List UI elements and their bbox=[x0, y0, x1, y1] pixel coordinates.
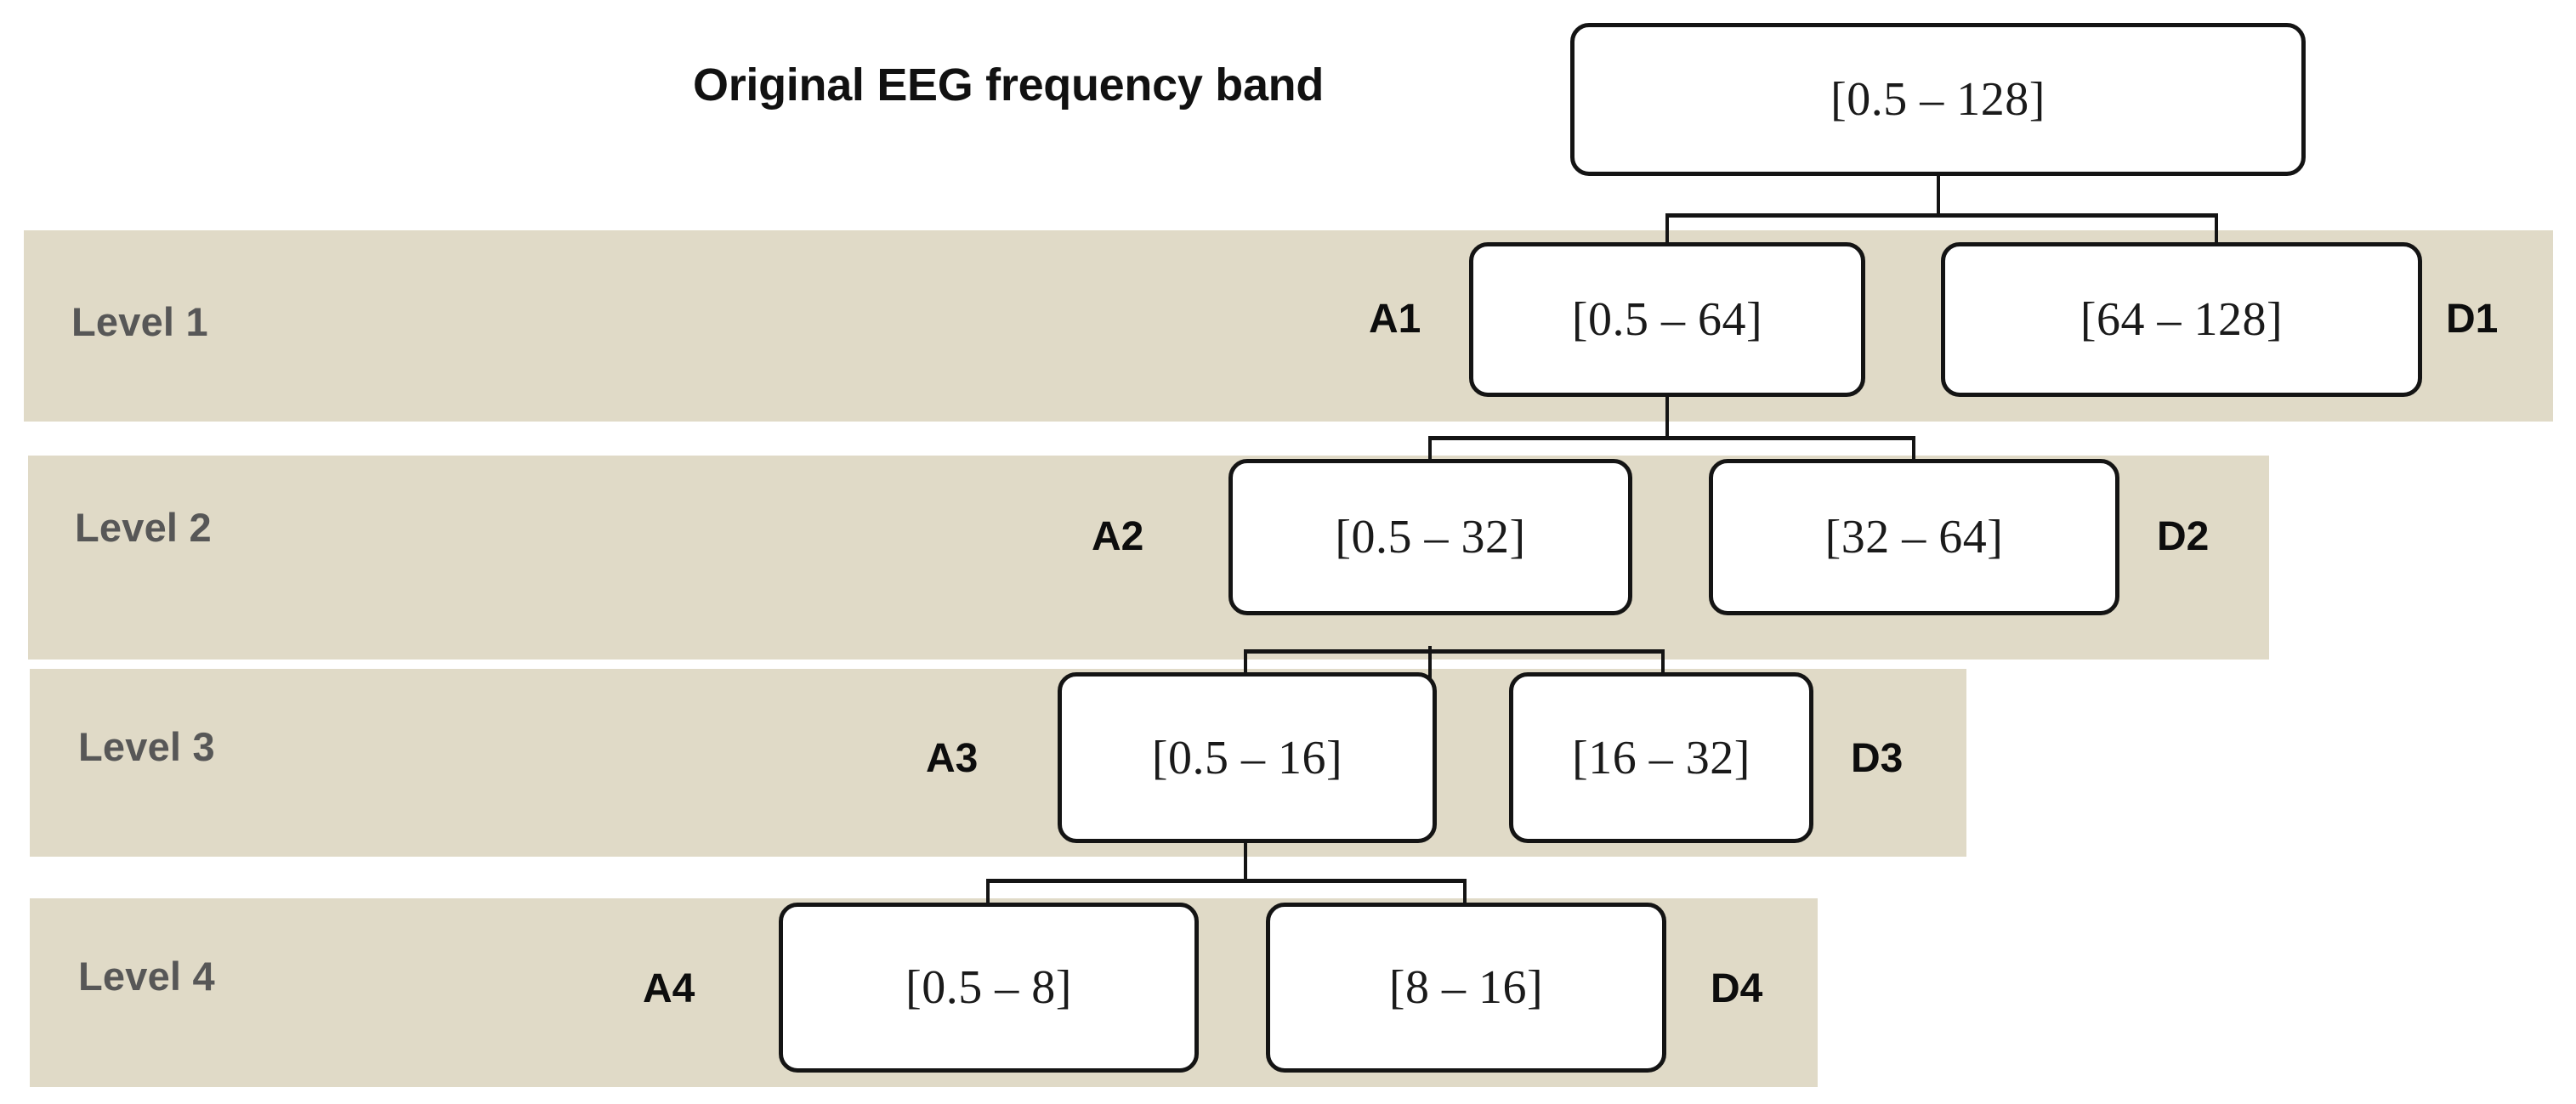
level-1-label: Level 1 bbox=[71, 299, 208, 344]
connector-level1-a1-drop bbox=[1665, 213, 1669, 244]
node-d4-label: [8 – 16] bbox=[1388, 961, 1544, 1014]
connector-level3-d3-drop bbox=[1661, 649, 1665, 672]
node-d1-label: [64 – 128] bbox=[2080, 293, 2284, 346]
node-a3-label: [0.5 – 16] bbox=[1151, 731, 1343, 784]
approx-label-a2: A2 bbox=[1092, 514, 1144, 559]
connector-a1-stem bbox=[1665, 397, 1669, 439]
detail-label-d2: D2 bbox=[2157, 514, 2210, 559]
level-4-label: Level 4 bbox=[78, 954, 215, 999]
connector-level2-a2-drop bbox=[1428, 436, 1432, 459]
connector-a3-stem bbox=[1244, 843, 1247, 882]
node-a2-label: [0.5 – 32] bbox=[1335, 511, 1526, 563]
approx-label-a1: A1 bbox=[1369, 297, 1421, 342]
node-d3-label: [16 – 32] bbox=[1572, 731, 1750, 784]
node-d2-label: [32 – 64] bbox=[1824, 511, 2004, 563]
connector-level2-d2-drop bbox=[1912, 436, 1915, 459]
node-d1[interactable]: [64 – 128] bbox=[1941, 242, 2422, 397]
node-d2[interactable]: [32 – 64] bbox=[1709, 459, 2119, 615]
connector-level4-bar bbox=[986, 879, 1467, 883]
node-a1[interactable]: [0.5 – 64] bbox=[1469, 242, 1865, 397]
node-d3[interactable]: [16 – 32] bbox=[1509, 672, 1813, 843]
connector-level3-a3-drop bbox=[1244, 649, 1247, 672]
connector-level1-d1-drop bbox=[2215, 213, 2218, 244]
node-a2[interactable]: [0.5 – 32] bbox=[1228, 459, 1632, 615]
level-3-label: Level 3 bbox=[78, 724, 215, 769]
connector-level4-a4-drop bbox=[986, 879, 990, 903]
node-root[interactable]: [0.5 – 128] bbox=[1570, 23, 2306, 176]
detail-label-d1: D1 bbox=[2446, 297, 2499, 342]
node-a1-label: [0.5 – 64] bbox=[1571, 293, 1763, 346]
node-d4[interactable]: [8 – 16] bbox=[1266, 903, 1666, 1073]
connector-root-stem bbox=[1937, 176, 1940, 217]
connector-a2-stem bbox=[1428, 646, 1432, 687]
detail-label-d4: D4 bbox=[1711, 966, 1763, 1011]
connector-level1-bar bbox=[1665, 213, 2218, 218]
detail-label-d3: D3 bbox=[1851, 736, 1904, 781]
node-root-label: [0.5 – 128] bbox=[1830, 73, 2045, 126]
level-2-label: Level 2 bbox=[75, 505, 212, 550]
node-a4-label: [0.5 – 8] bbox=[905, 961, 1072, 1014]
node-a3[interactable]: [0.5 – 16] bbox=[1058, 672, 1437, 843]
connector-level3-bar bbox=[1244, 649, 1665, 654]
connector-level4-d4-drop bbox=[1463, 879, 1467, 903]
page-title: Original EEG frequency band bbox=[693, 59, 1325, 110]
approx-label-a4: A4 bbox=[643, 966, 695, 1011]
connector-level2-bar bbox=[1428, 436, 1915, 440]
node-a4[interactable]: [0.5 – 8] bbox=[779, 903, 1199, 1073]
approx-label-a3: A3 bbox=[926, 736, 979, 781]
